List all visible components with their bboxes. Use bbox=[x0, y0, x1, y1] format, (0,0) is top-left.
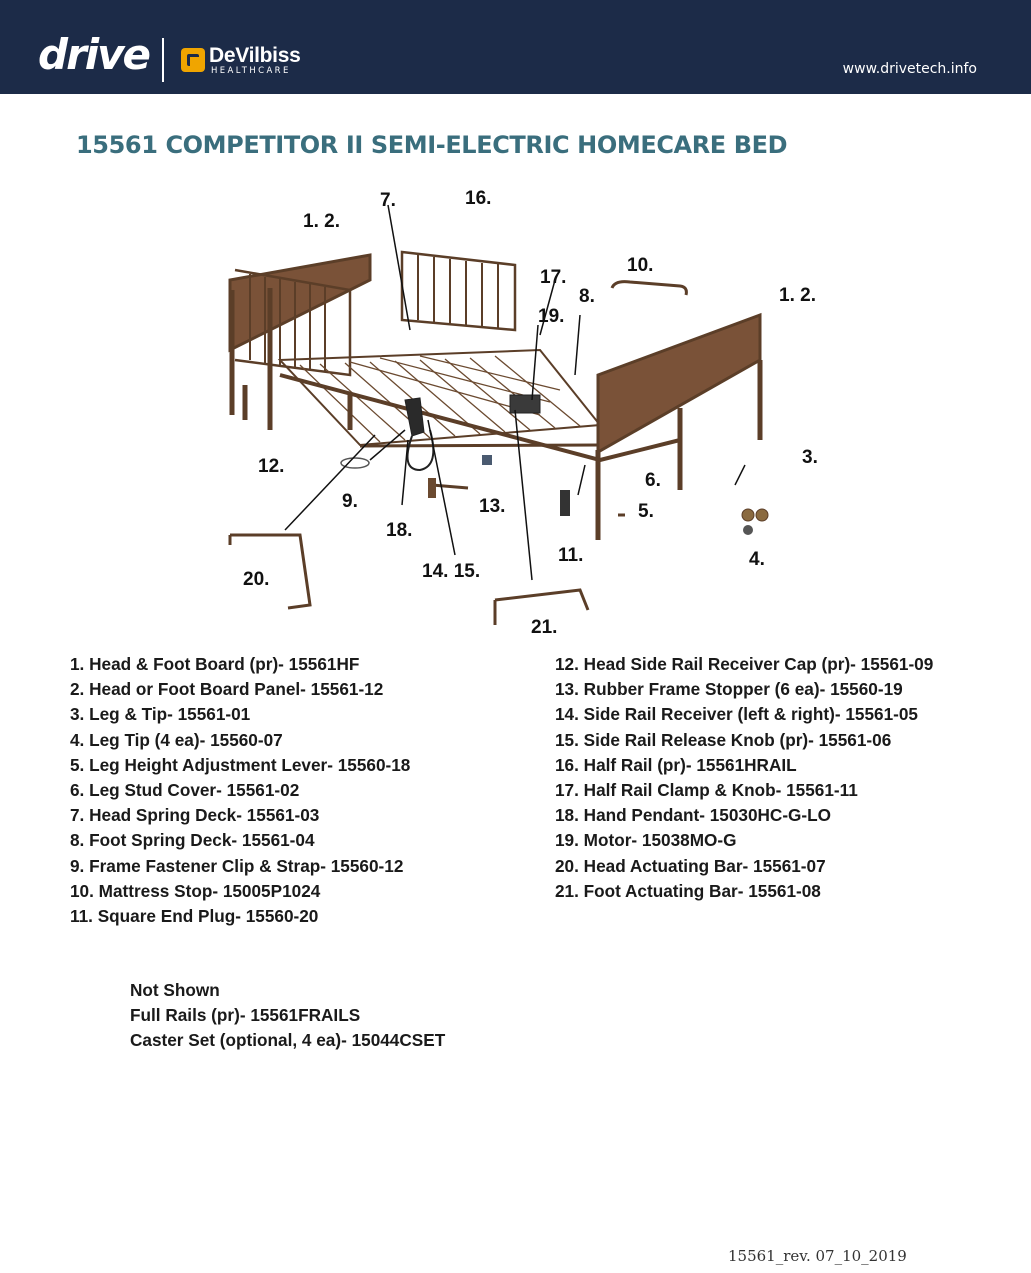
list-item: 4. Leg Tip (4 ea)- 15560-07 bbox=[70, 728, 410, 753]
callout-4: 4. bbox=[749, 549, 765, 571]
callout-1-2-head: 1. 2. bbox=[303, 211, 340, 233]
website-link[interactable]: www.drivetech.info bbox=[843, 61, 977, 77]
callout-11: 11. bbox=[558, 545, 583, 567]
side-rail-receiver bbox=[432, 485, 468, 488]
callout-17: 17. bbox=[540, 267, 566, 289]
list-item: 7. Head Spring Deck- 15561-03 bbox=[70, 803, 410, 828]
callout-13: 13. bbox=[479, 496, 505, 518]
devilbiss-logo-subtext: HEALTHCARE bbox=[211, 66, 291, 76]
spring-deck bbox=[280, 350, 600, 445]
list-item: 10. Mattress Stop- 15005P1024 bbox=[70, 879, 410, 904]
list-item: 19. Motor- 15038MO-G bbox=[555, 828, 933, 853]
devilbiss-logo-icon bbox=[181, 48, 205, 72]
callout-19: 19. bbox=[538, 306, 564, 328]
mattress-stop bbox=[612, 282, 686, 295]
list-item: 13. Rubber Frame Stopper (6 ea)- 15560-1… bbox=[555, 677, 933, 702]
callout-18: 18. bbox=[386, 520, 412, 542]
callout-1-2-foot: 1. 2. bbox=[779, 285, 816, 307]
list-item: 9. Frame Fastener Clip & Strap- 15560-12 bbox=[70, 854, 410, 879]
drive-logo: drive bbox=[38, 34, 149, 76]
callout-3: 3. bbox=[802, 447, 818, 469]
callout-20: 20. bbox=[243, 569, 269, 591]
logo-divider bbox=[162, 38, 164, 82]
callout-9: 9. bbox=[342, 491, 358, 513]
parts-list-right: 12. Head Side Rail Receiver Cap (pr)- 15… bbox=[555, 652, 933, 904]
callout-5: 5. bbox=[638, 501, 654, 523]
list-item: 5. Leg Height Adjustment Lever- 15560-18 bbox=[70, 753, 410, 778]
callout-10: 10. bbox=[627, 255, 653, 277]
callout-21: 21. bbox=[531, 617, 557, 639]
header-bar: drive DeVilbiss HEALTHCARE www.drivetech… bbox=[0, 0, 1031, 94]
list-item: 15. Side Rail Release Knob (pr)- 15561-0… bbox=[555, 728, 933, 753]
list-item: Full Rails (pr)- 15561FRAILS bbox=[130, 1003, 445, 1028]
callout-12: 12. bbox=[258, 456, 284, 478]
list-item: 6. Leg Stud Cover- 15561-02 bbox=[70, 778, 410, 803]
not-shown-heading: Not Shown bbox=[130, 978, 445, 1003]
list-item: 1. Head & Foot Board (pr)- 15561HF bbox=[70, 652, 410, 677]
list-item: 14. Side Rail Receiver (left & right)- 1… bbox=[555, 702, 933, 727]
revision-footer: 15561_rev. 07_10_2019 bbox=[728, 1247, 907, 1265]
page-title: 15561 COMPETITOR II SEMI-ELECTRIC HOMECA… bbox=[76, 131, 787, 159]
square-end-plug bbox=[560, 490, 570, 516]
list-item: 21. Foot Actuating Bar- 15561-08 bbox=[555, 879, 933, 904]
not-shown-section: Not Shown Full Rails (pr)- 15561FRAILS C… bbox=[130, 978, 445, 1054]
list-item: 20. Head Actuating Bar- 15561-07 bbox=[555, 854, 933, 879]
list-item: 8. Foot Spring Deck- 15561-04 bbox=[70, 828, 410, 853]
list-item: 3. Leg & Tip- 15561-01 bbox=[70, 702, 410, 727]
head-actuating-bar bbox=[230, 535, 310, 608]
rubber-frame-stopper bbox=[482, 455, 492, 465]
parts-list-left: 1. Head & Foot Board (pr)- 15561HF 2. He… bbox=[70, 652, 410, 929]
list-item: 11. Square End Plug- 15560-20 bbox=[70, 904, 410, 929]
callout-6: 6. bbox=[645, 470, 661, 492]
devilbiss-logo-text: DeVilbiss bbox=[209, 45, 300, 67]
list-item: 18. Hand Pendant- 15030HC-G-LO bbox=[555, 803, 933, 828]
list-item: 2. Head or Foot Board Panel- 15561-12 bbox=[70, 677, 410, 702]
callout-16: 16. bbox=[465, 188, 491, 210]
list-item: 12. Head Side Rail Receiver Cap (pr)- 15… bbox=[555, 652, 933, 677]
callout-14-15: 14. 15. bbox=[422, 561, 480, 583]
list-item: Caster Set (optional, 4 ea)- 15044CSET bbox=[130, 1028, 445, 1053]
hand-pendant bbox=[405, 398, 424, 436]
callout-8: 8. bbox=[579, 286, 595, 308]
list-item: 16. Half Rail (pr)- 15561HRAIL bbox=[555, 753, 933, 778]
list-item: 17. Half Rail Clamp & Knob- 15561-11 bbox=[555, 778, 933, 803]
callout-7: 7. bbox=[380, 190, 396, 212]
